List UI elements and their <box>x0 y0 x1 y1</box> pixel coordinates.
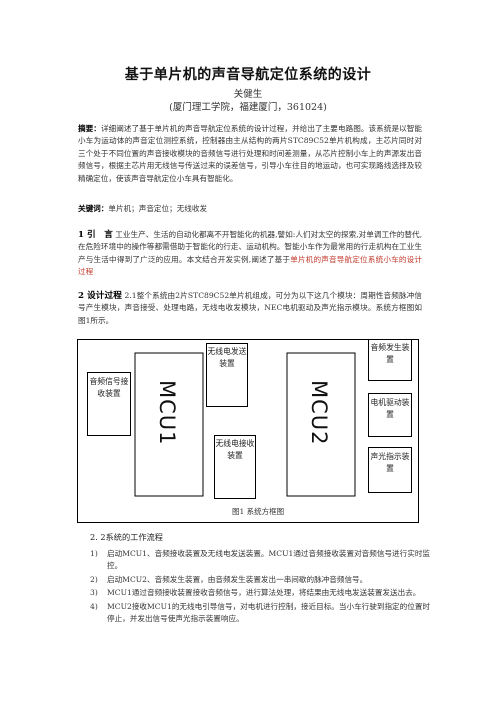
abstract-label: 摘要： <box>78 124 101 133</box>
step-text: MCU2接收MCU1的无线电引导信号，对电机进行控制，接近目标。当小车行驶到指定… <box>107 601 431 624</box>
audio-generator-label: 音频发生装置 <box>370 343 410 364</box>
design-text: 2.1整个系统由2片STC89C52单片机组成，可分为以下这几个模块：周期性音频… <box>78 291 422 325</box>
keywords-text: 单片机；声音定位；无线收发 <box>108 204 208 213</box>
workflow-step: 1) 启动MCU1、音频接收装置及无线电发送装置。MCU1通过音频接收装置对音频… <box>90 548 430 573</box>
motor-driver-box: 电机驱动装置 <box>368 393 412 437</box>
audio-receiver-box: 音频信号接收装置 <box>87 372 131 436</box>
section-2-2-heading: 2. 2系统的工作流程 <box>90 532 163 542</box>
intro-text: 工业生产、生活的自动化都离不开智能化的机器,譬如:人们对太空的探索,对单调工作的… <box>78 230 422 264</box>
intro-heading: 1 引 言 <box>78 230 113 240</box>
paper-title: 基于单片机的声音导航定位系统的设计 <box>124 67 372 83</box>
keywords-label: 关键词： <box>78 204 109 213</box>
step-text: 启动MCU1、音频接收装置及无线电发送装置。MCU1通过音频接收装置对音频信号进… <box>107 549 431 571</box>
keywords: 关键词：单片机；声音定位；无线收发 <box>78 203 422 215</box>
intro-section: 1 引 言 工业生产、生活的自动化都离不开智能化的机器,譬如:人们对太空的探索,… <box>78 229 422 279</box>
step-text: MCU1通过音频接收装置接收音频信号，进行算法处理，将结果由无线电发送装置发送出… <box>107 588 421 598</box>
audio-receiver-label: 音频信号接收装置 <box>89 377 129 398</box>
abstract-text: 详细阐述了基于单片机的声音导航定位系统的设计过程，并给出了主要电路图。该系统是以… <box>78 124 422 183</box>
workflow-step: 4) MCU2接收MCU1的无线电引导信号，对电机进行控制，接近目标。当小车行驶… <box>90 601 430 626</box>
design-heading: 2 设计过程 <box>78 291 122 301</box>
wireless-receiver-box: 无线电接收装置 <box>214 435 256 499</box>
system-block-diagram: 音频信号接收装置 MCU1 无线电发送装置 无线电接收装置 MCU2 音频发生装… <box>77 339 419 523</box>
wireless-transmitter-label: 无线电发送装置 <box>207 347 247 368</box>
workflow-steps: 1) 启动MCU1、音频接收装置及无线电发送装置。MCU1通过音频接收装置对音频… <box>90 548 430 626</box>
affiliation: (厦门理工学院，福建厦门，361024) <box>169 102 327 113</box>
step-number: 2) <box>90 574 98 584</box>
diagram-connectors <box>134 352 356 497</box>
step-number: 1) <box>90 549 98 558</box>
mcu1-outline <box>134 352 204 497</box>
workflow-step: 2) 启动MCU2、音频发生装置，由音频发生装置发出一串间歇的脉冲音频信号。 <box>90 574 430 586</box>
design-section: 2 设计过程 2.1整个系统由2片STC89C52单片机组成，可分为以下这几个模… <box>78 290 422 327</box>
wireless-transmitter-box: 无线电发送装置 <box>206 343 248 407</box>
motor-driver-label: 电机驱动装置 <box>370 398 410 419</box>
mcu2-label: MCU2 <box>307 380 331 446</box>
author: 关健生 <box>233 89 263 100</box>
step-number: 4) <box>90 601 98 611</box>
abstract: 摘要：详细阐述了基于单片机的声音导航定位系统的设计过程，并给出了主要电路图。该系… <box>78 123 422 185</box>
intro-highlight: 单片机的声音导航定位系统小车的设计过程 <box>78 254 422 277</box>
mcu1-label: MCU1 <box>155 380 179 446</box>
figure-caption: 图1 系统方框图 <box>232 507 285 516</box>
workflow-step: 3) MCU1通过音频接收装置接收音频信号，进行算法处理，将结果由无线电发送装置… <box>90 587 430 599</box>
step-number: 3) <box>90 588 98 598</box>
step-text: 启动MCU2、音频发生装置，由音频发生装置发出一串间歇的脉冲音频信号。 <box>107 574 368 584</box>
mcu2-outline <box>286 352 356 497</box>
audio-generator-box: 音频发生装置 <box>368 339 412 381</box>
indicator-label: 声光指示装置 <box>370 452 410 473</box>
wireless-receiver-label: 无线电接收装置 <box>215 439 255 460</box>
indicator-box: 声光指示装置 <box>368 447 412 493</box>
